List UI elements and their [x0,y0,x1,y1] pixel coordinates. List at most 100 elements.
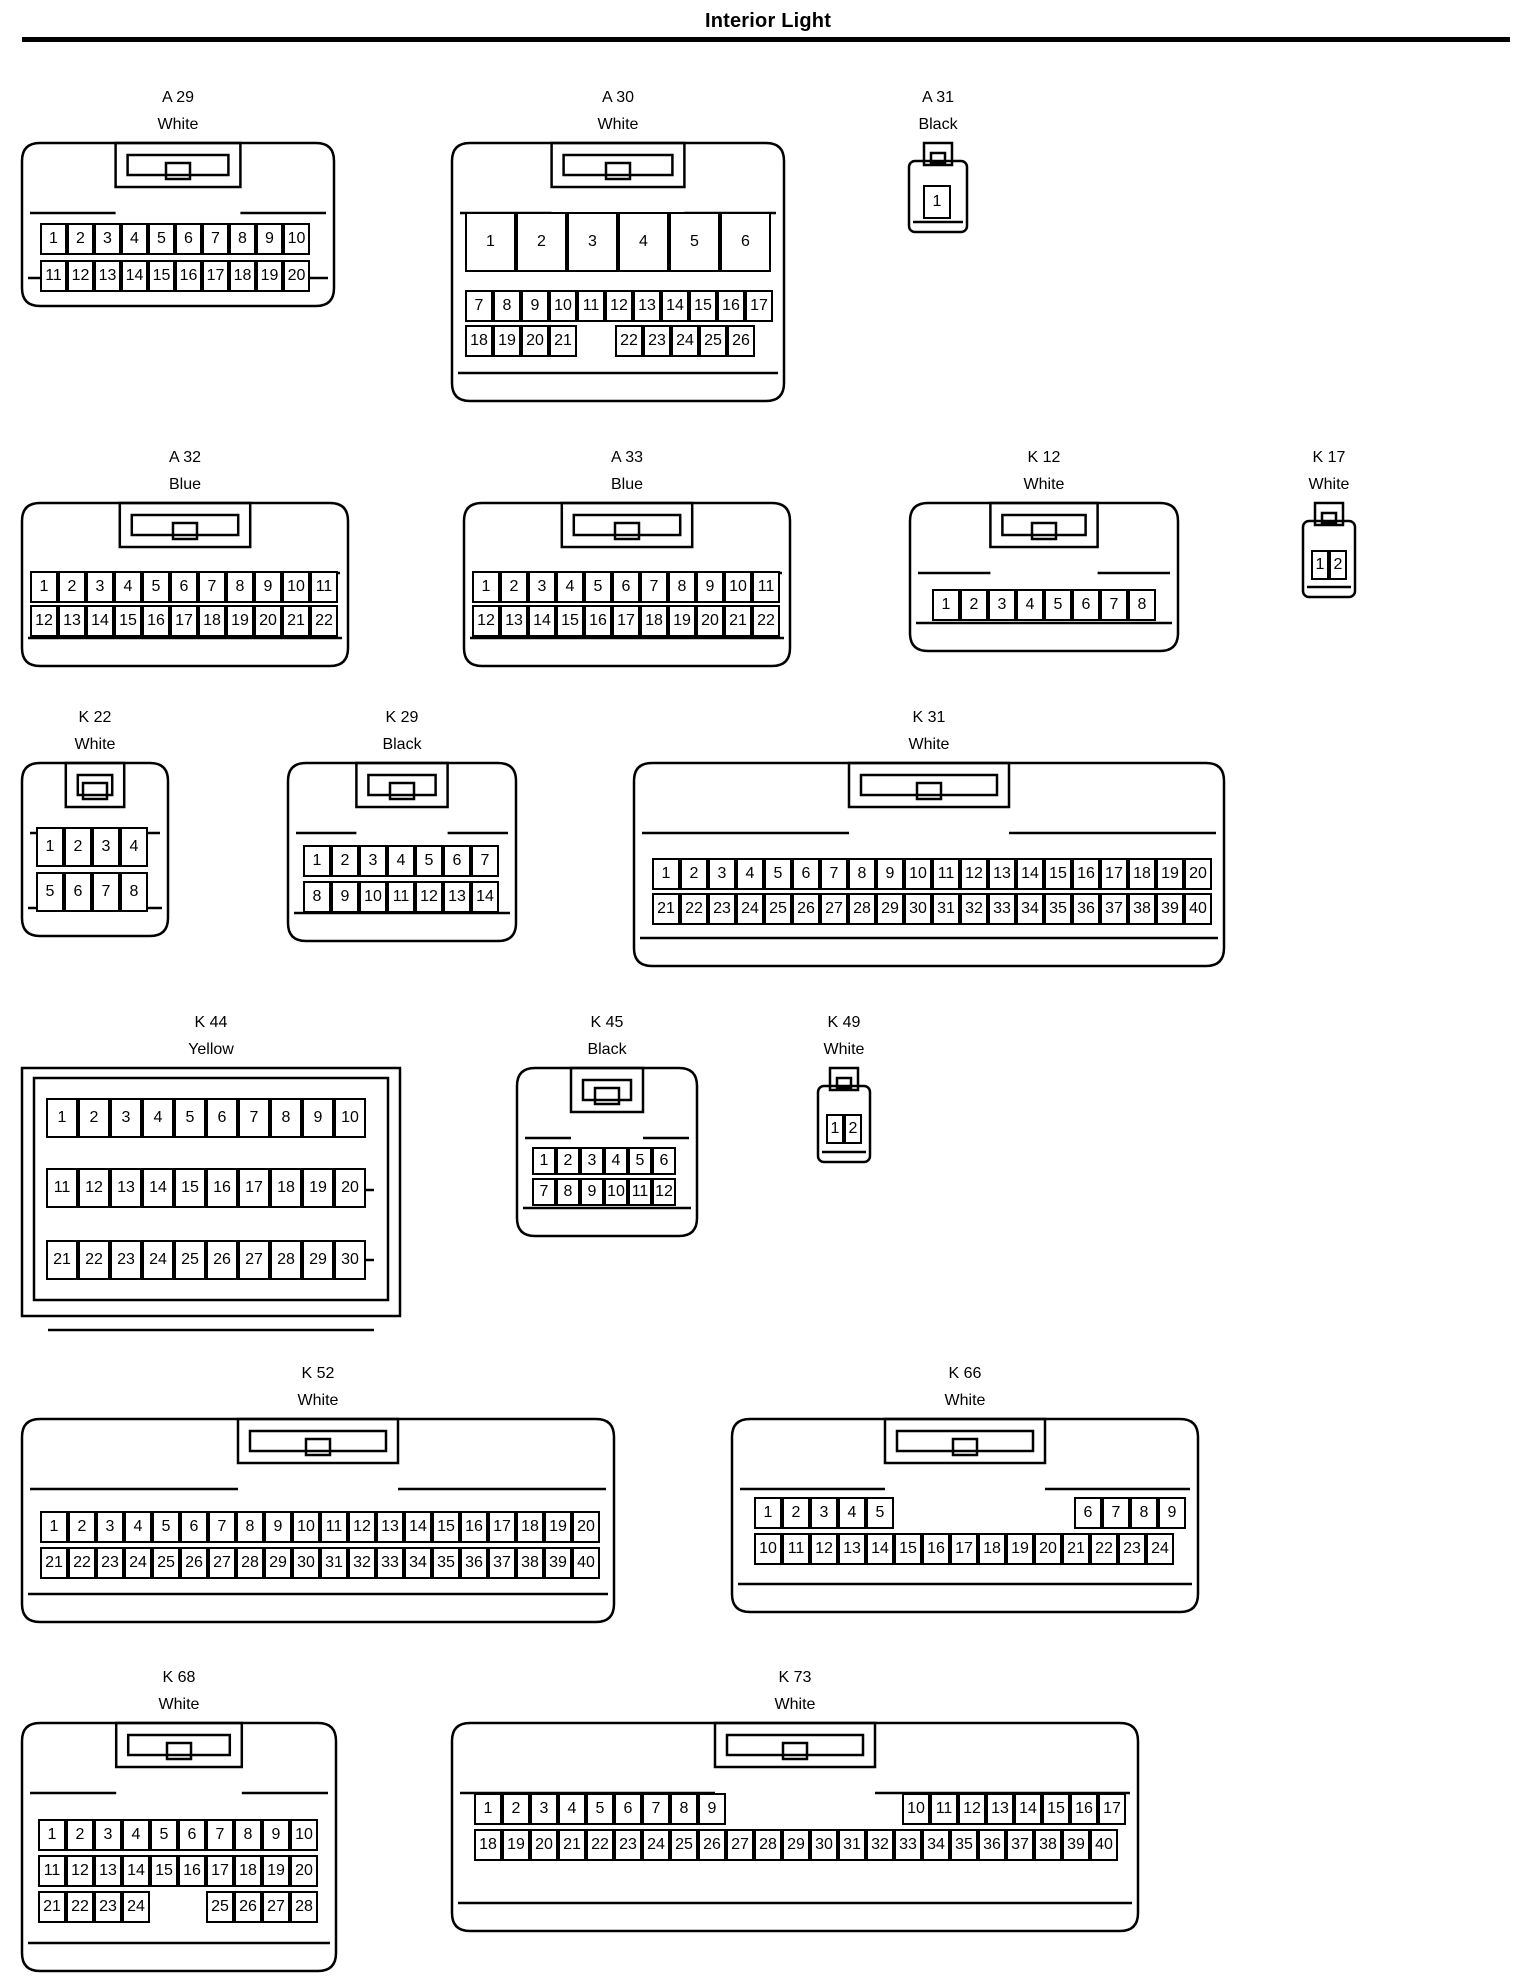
connector-color: White [597,116,639,133]
connector-color: White [823,1041,865,1058]
pin: 10 [549,290,577,322]
pin: 26 [234,1891,262,1923]
pin: 14 [122,1855,150,1887]
connector-id: K 45 [590,1014,624,1031]
pin: 1 [46,1098,78,1138]
housing-outline [1301,501,1357,599]
pin: 21 [282,605,310,637]
pin: 19 [262,1855,290,1887]
pin: 17 [202,260,229,292]
housing-outline [816,1066,872,1164]
pin: 35 [950,1829,978,1861]
pin: 4 [122,1819,150,1851]
connector-id: K 17 [1312,449,1346,466]
pin: 9 [876,858,904,890]
pin: 20 [290,1855,318,1887]
pin: 3 [567,212,618,272]
connector-color: Black [382,736,422,753]
pin: 7 [465,290,493,322]
pin: 4 [121,223,148,255]
pin: 13 [94,1855,122,1887]
housing-outline [515,1066,699,1238]
pin: 2 [331,845,359,877]
connector-color: White [944,1392,986,1409]
pin: 1 [472,571,500,603]
pin: 7 [471,845,499,877]
housing-outline [20,1417,616,1624]
pin: 8 [1130,1497,1158,1529]
pin: 39 [544,1547,572,1579]
pin: 7 [640,571,668,603]
pin: 11 [387,881,415,913]
pin: 34 [922,1829,950,1861]
pin: 14 [471,881,499,913]
pin: 5 [584,571,612,603]
pin: 15 [174,1168,206,1208]
pin: 9 [254,571,282,603]
pin: 15 [1042,1793,1070,1825]
pin: 8 [120,872,148,912]
pin: 9 [262,1819,290,1851]
pin: 4 [604,1147,628,1175]
pin: 17 [170,605,198,637]
pin: 5 [150,1819,178,1851]
pin: 6 [1072,589,1100,621]
pin: 12 [348,1511,376,1543]
pin: 3 [708,858,736,890]
pin: 19 [256,260,283,292]
pin: 14 [866,1533,894,1565]
pin: 32 [866,1829,894,1861]
pin: 13 [986,1793,1014,1825]
pin: 1 [652,858,680,890]
pin: 17 [745,290,773,322]
connector-id: K 31 [912,709,946,726]
pin: 15 [689,290,717,322]
pin: 6 [720,212,771,272]
connector-color: White [1308,476,1350,493]
pin: 22 [615,325,643,357]
pin: 6 [614,1793,642,1825]
pin: 1 [754,1497,782,1529]
pin: 12 [78,1168,110,1208]
pin: 22 [680,893,708,925]
pin: 34 [1016,893,1044,925]
pin: 15 [432,1511,460,1543]
pin: 22 [752,605,780,637]
connector-color: White [1023,476,1065,493]
pin: 14 [121,260,148,292]
pin: 16 [142,605,170,637]
title-rule [22,37,1510,42]
pin: 9 [696,571,724,603]
pin: 29 [302,1240,334,1280]
pin: 23 [110,1240,142,1280]
pin: 4 [1016,589,1044,621]
pin: 10 [724,571,752,603]
pin: 38 [1034,1829,1062,1861]
pin: 36 [460,1547,488,1579]
connector-id: K 49 [827,1014,861,1031]
pin: 7 [1102,1497,1130,1529]
pin: 12 [960,858,988,890]
pin: 9 [698,1793,726,1825]
pin: 29 [264,1547,292,1579]
pin: 8 [270,1098,302,1138]
pin: 8 [493,290,521,322]
pin: 9 [264,1511,292,1543]
pin: 9 [580,1178,604,1206]
pin: 11 [932,858,960,890]
pin: 23 [614,1829,642,1861]
connector-color: White [158,1696,200,1713]
pin: 5 [866,1497,894,1529]
pin: 31 [838,1829,866,1861]
pin: 9 [256,223,283,255]
pin: 19 [544,1511,572,1543]
pin: 40 [1090,1829,1118,1861]
pin: 10 [292,1511,320,1543]
connector-color: White [157,116,199,133]
pin: 6 [180,1511,208,1543]
pin: 3 [359,845,387,877]
